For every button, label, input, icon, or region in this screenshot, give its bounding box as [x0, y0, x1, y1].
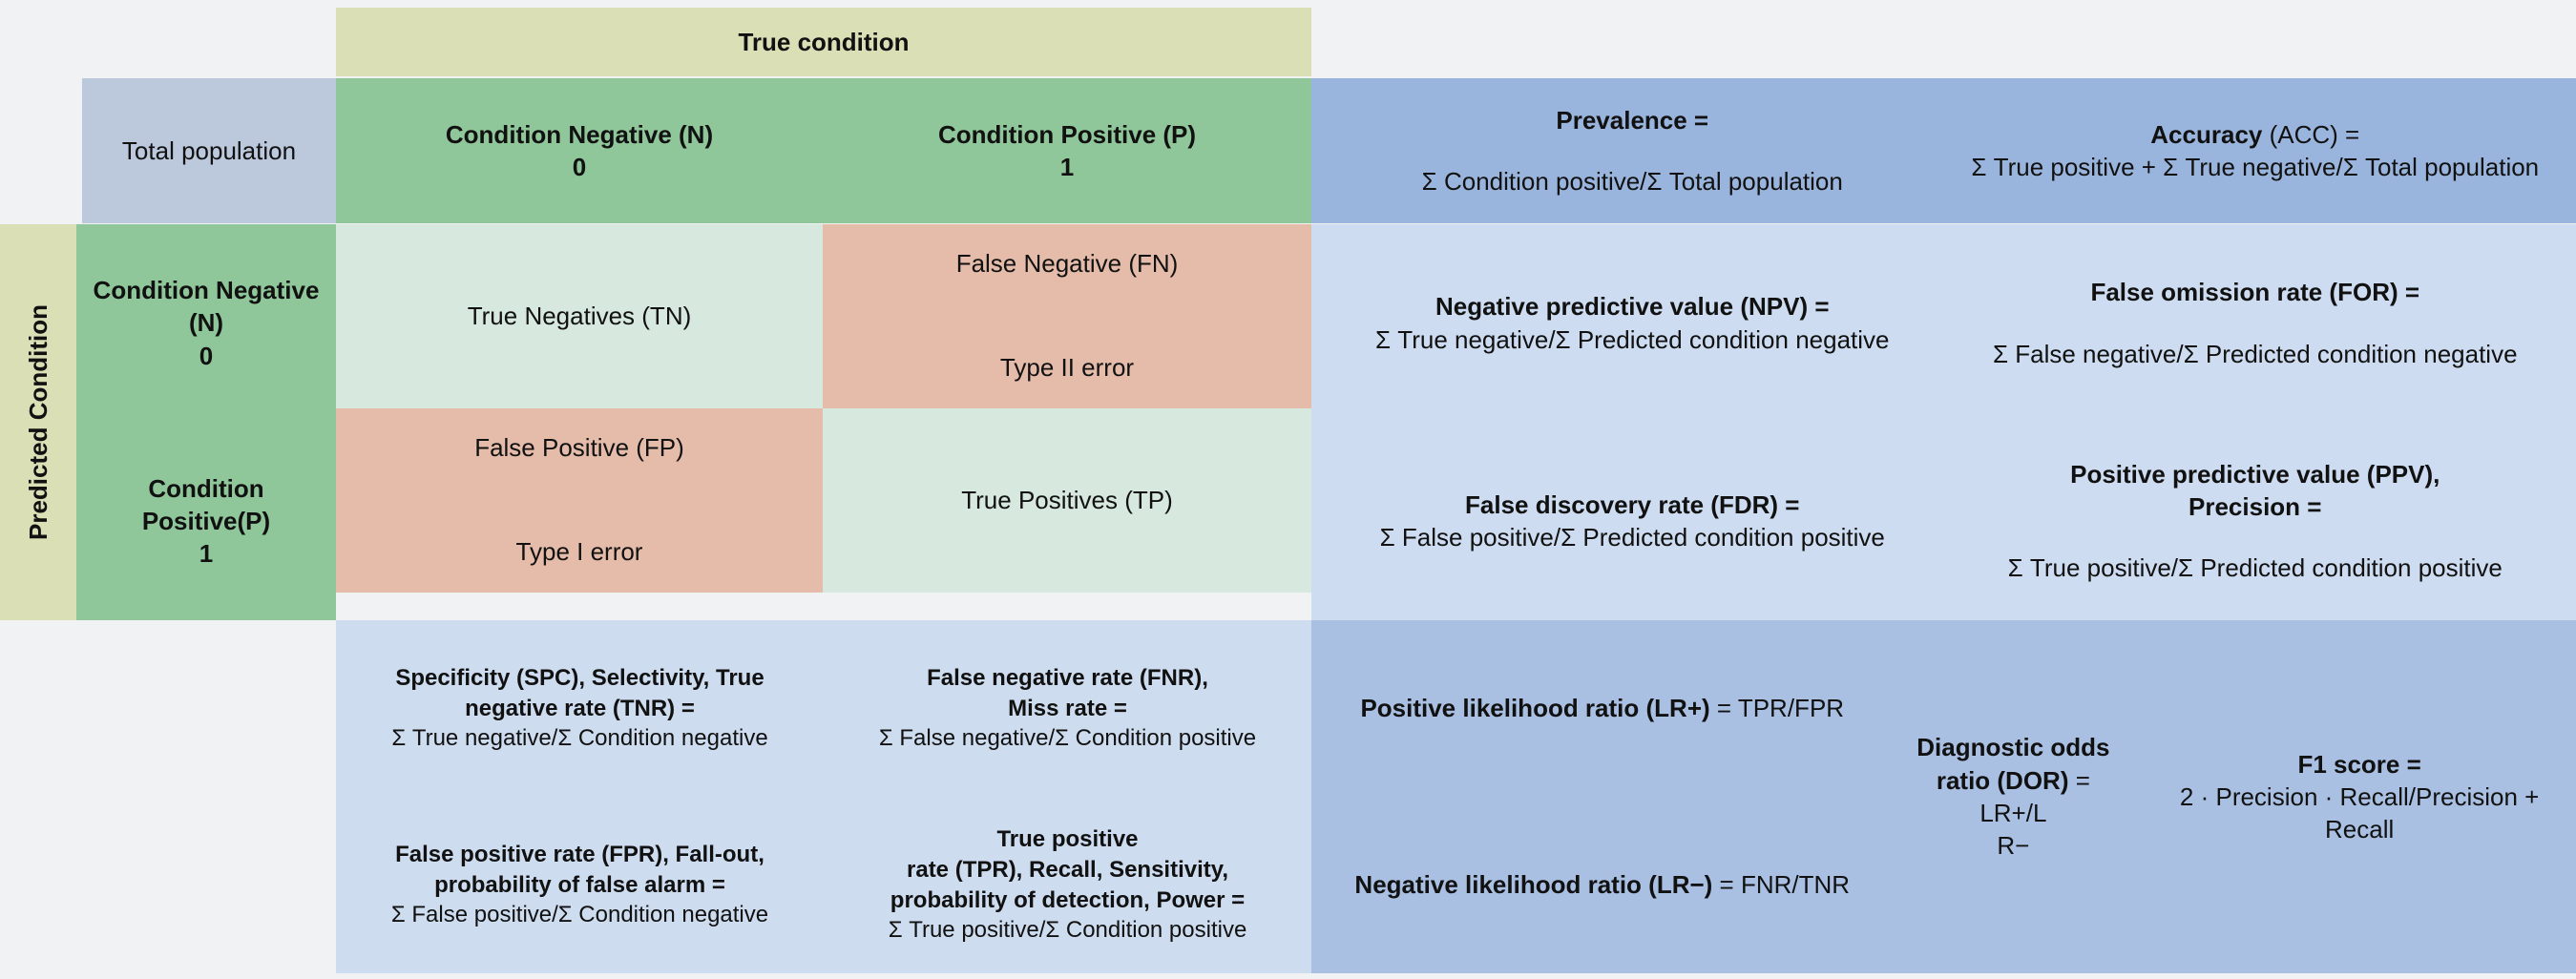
tpr-title-line2: rate (TPR), Recall, Sensitivity, [907, 856, 1228, 883]
fpr-formula: Σ False positive/Σ Condition negative [390, 902, 769, 928]
dor-formula-line2: = LR+/L [1979, 765, 2090, 827]
tpr-cell: True positive rate (TPR), Recall, Sensit… [824, 797, 1311, 973]
tpr-formula: Σ True positive/Σ Condition positive [888, 917, 1247, 944]
f1-cell: F1 score = 2 · Precision · Recall/Precis… [2133, 620, 2576, 973]
for-title: False omission rate (FOR) = [2090, 278, 2420, 307]
ppv-title-line2: Precision = [2189, 491, 2322, 521]
total-population-cell: Total population [82, 78, 336, 223]
spc-title-line2: negative rate (TNR) = [465, 695, 695, 721]
fnr-cell: False negative rate (FNR), Miss rate = Σ… [824, 620, 1311, 797]
fnr-formula: Σ False negative/Σ Condition positive [878, 725, 1257, 752]
lr-plus-cell: Positive likelihood ratio (LR+) = TPR/FP… [1311, 620, 1894, 797]
predicted-condition-band: Predicted Condition [0, 224, 76, 620]
predicted-positive-stub: Condition Positive(P) 1 [76, 422, 336, 620]
fnr-title-line2: Miss rate = [1008, 695, 1127, 721]
lr-minus-formula: = FNR/TNR [1712, 870, 1851, 900]
lr-plus-formula: = TPR/FPR [1709, 694, 1845, 723]
true-positives-cell: True Positives (TP) [823, 408, 1311, 593]
prevalence-formula: Σ Condition positive/Σ Total population [1421, 167, 1843, 196]
dor-cell: Diagnostic odds ratio (DOR) = LR+/L R− [1894, 620, 2134, 973]
condition-positive-header-value: 1 [1059, 153, 1075, 181]
fnr-title-line1: False negative rate (FNR), [927, 664, 1208, 691]
condition-negative-header-value: 0 [572, 153, 587, 181]
footer-ratios-block: Positive likelihood ratio (LR+) = TPR/FP… [1311, 620, 2576, 973]
spc-cell: Specificity (SPC), Selectivity, True neg… [336, 620, 824, 797]
type-ii-error-note: Type II error [999, 352, 1135, 382]
predicted-negative-stub-line3: 0 [199, 341, 214, 370]
dor-title-line1: Diagnostic odds [1916, 733, 2110, 762]
ppv-title-line1: Positive predictive value (PPV), [2070, 459, 2440, 489]
accuracy-title-bold: Accuracy [2150, 119, 2263, 149]
f1-formula: 2 · Precision · Recall/Precision + Recal… [2179, 781, 2540, 844]
fdr-title: False discovery rate (FDR) = [1465, 490, 1800, 519]
prevalence-title: Prevalence = [1556, 105, 1709, 135]
fdr-ppv-row: False discovery rate (FDR) = Σ False pos… [1311, 422, 2576, 620]
true-negatives-label: True Negatives (TN) [467, 302, 692, 331]
predicted-positive-stub-line1: Condition [148, 473, 264, 503]
tpr-title-line1: True positive [996, 826, 1139, 853]
false-positives-label: False Positive (FP) [474, 433, 684, 462]
fdr-formula: Σ False positive/Σ Predicted condition p… [1379, 523, 1885, 552]
type-i-error-note: Type I error [515, 536, 643, 566]
spc-title-line1: Specificity (SPC), Selectivity, True [395, 664, 764, 691]
accuracy-formula: Σ True positive + Σ True negative/Σ Tota… [1971, 153, 2540, 181]
predicted-positive-stub-line3: 1 [199, 539, 214, 569]
accuracy-title-rest: (ACC) = [2262, 119, 2360, 149]
true-negatives-cell: True Negatives (TN) [336, 224, 823, 408]
false-negatives-label: False Negative (FN) [955, 249, 1179, 278]
condition-positive-header: Condition Positive (P) 1 [823, 78, 1311, 223]
true-positives-label: True Positives (TP) [961, 486, 1173, 515]
fpr-title-line1: False positive rate (FPR), Fall-out, [395, 841, 764, 867]
true-condition-label: True condition [738, 27, 910, 56]
true-condition-band: True condition [336, 8, 1311, 76]
lr-minus-title: Negative likelihood ratio (LR−) [1354, 870, 1713, 900]
predicted-negative-stub-line1: Condition Negative [93, 276, 320, 305]
predicted-negative-stub-line2: (N) [188, 308, 224, 338]
footer-rates-block: Specificity (SPC), Selectivity, True neg… [336, 620, 1311, 973]
prevalence-cell: Prevalence = Σ Condition positive/Σ Tota… [1311, 78, 2576, 223]
false-negatives-cell: False Negative (FN) Type II error [823, 224, 1311, 408]
spc-formula: Σ True negative/Σ Condition negative [391, 725, 768, 752]
false-positives-cell: False Positive (FP) Type I error [336, 408, 823, 593]
f1-title: F1 score = [2297, 749, 2421, 779]
ppv-formula: Σ True positive/Σ Predicted condition po… [2007, 553, 2503, 583]
npv-formula: Σ True negative/Σ Predicted condition ne… [1375, 324, 1890, 354]
npv-for-row: Negative predictive value (NPV) = Σ True… [1311, 224, 2576, 422]
fpr-title-line2: probability of false alarm = [434, 871, 725, 898]
fpr-cell: False positive rate (FPR), Fall-out, pro… [336, 797, 824, 973]
condition-positive-header-label: Condition Positive (P) [937, 119, 1197, 149]
lr-minus-cell: Negative likelihood ratio (LR−) = FNR/TN… [1311, 797, 1894, 973]
lr-plus-title: Positive likelihood ratio (LR+) [1360, 694, 1710, 723]
predicted-negative-stub: Condition Negative (N) 0 [76, 224, 336, 422]
predicted-condition-label: Predicted Condition [23, 304, 52, 540]
dor-title-line2: ratio (DOR) [1936, 765, 2069, 795]
predicted-positive-stub-line2: Positive(P) [141, 506, 271, 535]
dor-formula-line3: R− [1997, 831, 2030, 861]
npv-title: Negative predictive value (NPV) = [1435, 292, 1830, 322]
condition-negative-header: Condition Negative (N) 0 [336, 78, 823, 223]
tpr-title-line3: probability of detection, Power = [890, 886, 1246, 913]
condition-negative-header-label: Condition Negative (N) [445, 119, 714, 149]
for-formula: Σ False negative/Σ Predicted condition n… [1992, 339, 2518, 368]
total-population-label: Total population [121, 135, 297, 165]
